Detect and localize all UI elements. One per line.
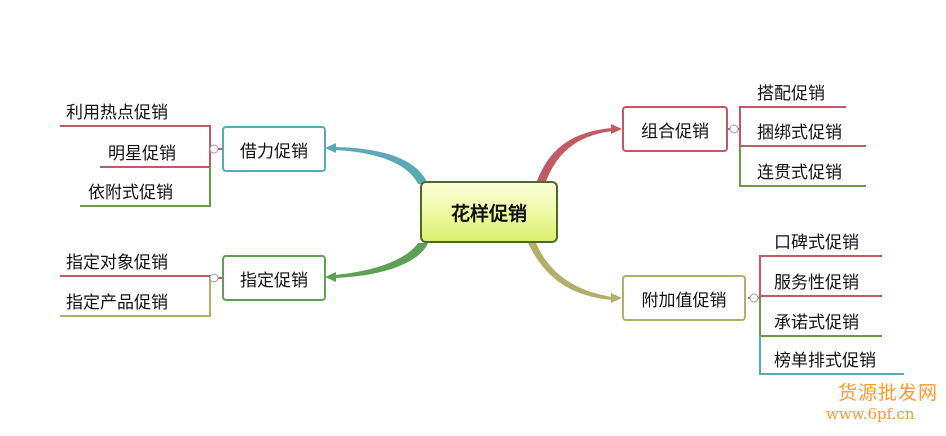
topic-value[interactable]: 附加值促销 (622, 275, 746, 321)
subtopic-service[interactable]: 服务性促销 (774, 273, 859, 293)
subtopic-target-product[interactable]: 指定产品促销 (66, 293, 168, 313)
arrow-target (325, 272, 336, 282)
subtopic-sequential[interactable]: 连贯式促销 (757, 163, 842, 183)
collapse-toggle-value[interactable] (749, 293, 759, 303)
subtopic-promise[interactable]: 承诺式促销 (774, 313, 859, 333)
collapse-toggle-combo[interactable] (729, 124, 739, 134)
collapse-toggle-borrow[interactable] (209, 144, 219, 154)
topic-borrow[interactable]: 借力促销 (222, 126, 326, 172)
connector-borrow (335, 147, 428, 184)
arrow-value (611, 293, 622, 303)
connector-target (335, 243, 428, 278)
subtopic-bundle[interactable]: 捆绑式促销 (757, 123, 842, 143)
subtopic-word-of-mouth[interactable]: 口碑式促销 (774, 233, 859, 253)
subtopic-bundle-match[interactable]: 搭配促销 (757, 84, 825, 104)
central-topic[interactable]: 花样促销 (420, 181, 558, 243)
connector-value (528, 243, 612, 300)
subtopic-attached[interactable]: 依附式促销 (88, 183, 173, 203)
arrow-borrow (325, 143, 336, 153)
watermark-url: www.6pf.cn (826, 405, 915, 423)
collapse-toggle-target[interactable] (209, 273, 219, 283)
watermark-title: 货源批发网 (838, 382, 939, 404)
subtopic-hotspot[interactable]: 利用热点促销 (66, 103, 168, 123)
subtopic-ranking[interactable]: 榜单排式促销 (774, 351, 876, 371)
arrow-combo (611, 124, 622, 134)
subtopic-target-audience[interactable]: 指定对象促销 (66, 253, 168, 273)
connector-combo (536, 128, 612, 184)
topic-combo[interactable]: 组合促销 (622, 106, 728, 152)
subtopic-celebrity[interactable]: 明星促销 (108, 144, 176, 164)
topic-target[interactable]: 指定促销 (222, 255, 326, 301)
